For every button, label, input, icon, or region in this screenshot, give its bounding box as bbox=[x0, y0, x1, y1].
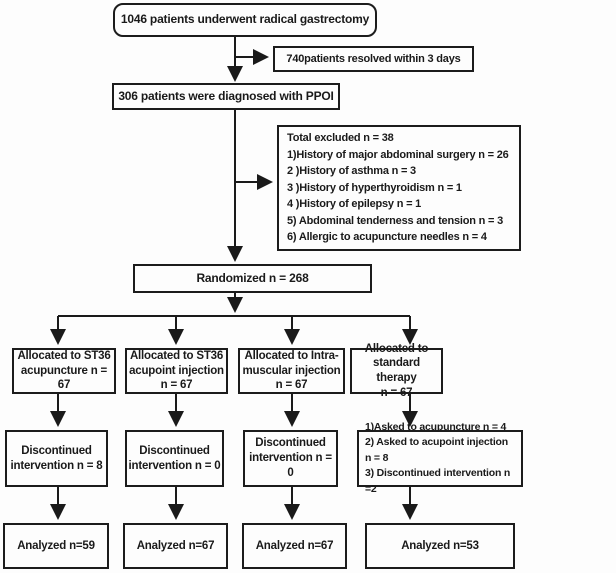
flow-box-ppoi: 306 patients were diagnosed with PPOI bbox=[112, 83, 340, 110]
flow-box-analyzed-1: Analyzed n=59 bbox=[3, 523, 109, 569]
flow-box-analyzed-4: Analyzed n=53 bbox=[365, 523, 515, 569]
flow-box-discontinued-4: 1)Asked to acupuncture n = 4 2) Asked to… bbox=[357, 421, 523, 495]
flow-box-allocated-acupoint-injection: Allocated to ST36 acupoint injection n =… bbox=[125, 348, 228, 394]
flow-box-allocated-standard-therapy: Allocated to standard therapy n = 67 bbox=[350, 343, 443, 399]
flow-box-discontinued-3: Discontinued intervention n = 0 bbox=[243, 430, 338, 487]
flow-box-discontinued-2: Discontinued intervention n = 0 bbox=[125, 430, 224, 487]
flow-box-resolved: 740patients resolved within 3 days bbox=[273, 46, 474, 72]
flow-box-randomized: Randomized n = 268 bbox=[133, 264, 372, 293]
flow-box-allocated-intramuscular-injection: Allocated to Intra- muscular injection n… bbox=[238, 348, 345, 394]
flow-box-gastrectomy: 1046 patients underwent radical gastrect… bbox=[113, 3, 377, 37]
flow-box-analyzed-3: Analyzed n=67 bbox=[242, 523, 347, 569]
flow-box-analyzed-2: Analyzed n=67 bbox=[123, 523, 228, 569]
flow-box-excluded: Total excluded n = 38 1)History of major… bbox=[277, 125, 521, 251]
flow-box-allocated-acupuncture: Allocated to ST36 acupuncture n = 67 bbox=[12, 348, 116, 394]
flow-box-discontinued-1: Discontinued intervention n = 8 bbox=[5, 430, 108, 487]
